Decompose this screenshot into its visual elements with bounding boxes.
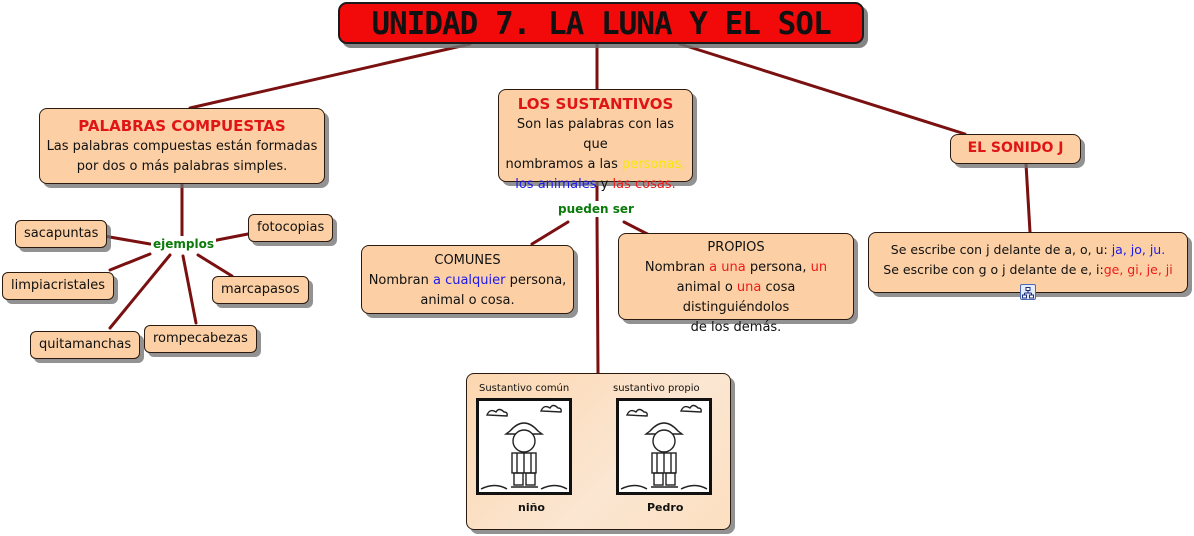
comunes-line-1: Nombran a cualquier persona, bbox=[368, 271, 567, 291]
link-label-pueden-ser: pueden ser bbox=[556, 201, 636, 217]
node-propios[interactable]: PROPIOS Nombran a una persona, un animal… bbox=[618, 233, 854, 335]
link-sonido-detalle bbox=[1024, 162, 1032, 234]
sustantivos-line-2: nombramos a las personas, bbox=[505, 155, 686, 175]
comunes-l1-c: persona, bbox=[505, 273, 567, 288]
map-title: UNIDAD 7. LA LUNA Y EL SOL bbox=[338, 2, 864, 44]
picture-comun bbox=[476, 398, 572, 495]
sonido-l2-a: Se escribe con g o j delante de e, i: bbox=[883, 262, 1104, 277]
word-a-una: a una bbox=[709, 260, 746, 275]
example-quitamanchas[interactable]: quitamanchas bbox=[30, 331, 141, 359]
caption-sustantivo-propio: sustantivo propio bbox=[613, 383, 700, 394]
concept-map-icon-glyph bbox=[1022, 287, 1034, 299]
word-personas: personas, bbox=[622, 157, 686, 172]
propios-l1-c: persona, bbox=[745, 260, 811, 275]
link-label-ejemplos: ejemplos bbox=[151, 236, 216, 252]
node-el-sonido-j[interactable]: EL SONIDO J bbox=[950, 134, 1081, 164]
concept-map-icon[interactable] bbox=[1020, 284, 1036, 300]
link-ejemplos-limpiacristales bbox=[108, 252, 152, 272]
word-un: un bbox=[810, 260, 828, 275]
picture-propio bbox=[616, 398, 712, 495]
example-fotocopias[interactable]: fotocopias bbox=[248, 214, 334, 242]
link-ejemplos-quitamanchas bbox=[108, 253, 172, 330]
propios-line-1: Nombran a una persona, un bbox=[625, 258, 847, 278]
caption-sustantivo-comun: Sustantivo común bbox=[479, 383, 570, 394]
propios-line-3: de los demás. bbox=[690, 320, 782, 335]
example-sacapuntas[interactable]: sacapuntas bbox=[15, 220, 108, 248]
example-rompecabezas[interactable]: rompecabezas bbox=[144, 325, 257, 353]
link-puedenser-comunes bbox=[530, 220, 570, 246]
propios-heading: PROPIOS bbox=[707, 240, 765, 255]
word-una: una bbox=[736, 280, 762, 295]
comunes-heading: COMUNES bbox=[434, 253, 501, 268]
name-nino: niño bbox=[518, 501, 545, 514]
compuestas-line-1: Las palabras compuestas están formadas bbox=[46, 139, 318, 154]
node-los-sustantivos[interactable]: LOS SUSTANTIVOS Son las palabras con las… bbox=[498, 89, 693, 192]
sonido-line-1: Se escribe con j delante de a, o, u: ja,… bbox=[875, 240, 1181, 260]
comunes-l1-a: Nombran bbox=[368, 273, 433, 288]
word-los-animales: los animales bbox=[515, 177, 597, 192]
sonido-l1-a: Se escribe con j delante de a, o, u: bbox=[890, 242, 1112, 257]
sustantivos-line-1: Son las palabras con las que bbox=[516, 117, 675, 152]
link-ejemplos-marcapasos bbox=[196, 253, 234, 278]
propios-l1-a: Nombran bbox=[644, 260, 710, 275]
sonido-heading: EL SONIDO J bbox=[967, 140, 1064, 156]
example-limpiacristales[interactable]: limpiacristales bbox=[2, 272, 115, 300]
sustantivos-line-3: los animales y las cosas. bbox=[505, 175, 686, 195]
sustantivos-line-2-text: nombramos a las bbox=[505, 157, 623, 172]
child-drawing-icon bbox=[480, 404, 568, 490]
node-comunes[interactable]: COMUNES Nombran a cualquier persona, ani… bbox=[361, 245, 574, 314]
word-ge-gi-je-ji: ge, gi, je, ji bbox=[1103, 262, 1173, 277]
word-y: y bbox=[596, 177, 613, 192]
word-ja-jo-ju: ja, jo, ju. bbox=[1111, 242, 1166, 257]
link-ejemplos-rompecabezas bbox=[181, 254, 198, 325]
comunes-line-2: animal o cosa. bbox=[420, 293, 515, 308]
sonido-line-2: Se escribe con g o j delante de e, i:ge,… bbox=[875, 260, 1181, 280]
link-title-compuestas bbox=[188, 42, 472, 110]
sustantivos-heading: LOS SUSTANTIVOS bbox=[517, 95, 674, 113]
name-pedro: Pedro bbox=[647, 501, 684, 514]
link-puedenser-imagen bbox=[595, 216, 600, 375]
child-drawing-icon bbox=[620, 404, 708, 490]
compuestas-line-2: por dos o más palabras simples. bbox=[76, 159, 288, 174]
link-ejemplos-fotocopias bbox=[210, 232, 250, 243]
compuestas-heading: PALABRAS COMPUESTAS bbox=[78, 117, 286, 135]
propios-line-2: animal o una cosa distinguiéndolos bbox=[625, 278, 847, 318]
example-marcapasos[interactable]: marcapasos bbox=[212, 276, 309, 304]
propios-l2-c: cosa distinguiéndolos bbox=[682, 280, 796, 315]
word-las-cosas: las cosas. bbox=[612, 177, 676, 192]
propios-l2-a: animal o bbox=[676, 280, 737, 295]
node-sonido-detalle[interactable]: Se escribe con j delante de a, o, u: ja,… bbox=[868, 232, 1188, 293]
node-palabras-compuestas[interactable]: PALABRAS COMPUESTAS Las palabras compues… bbox=[39, 108, 325, 184]
word-a-cualquier: a cualquier bbox=[432, 273, 506, 288]
link-title-sonido bbox=[678, 42, 967, 136]
link-ejemplos-sacapuntas bbox=[102, 234, 152, 246]
node-image-examples[interactable]: Sustantivo común sustantivo propio bbox=[466, 373, 731, 530]
